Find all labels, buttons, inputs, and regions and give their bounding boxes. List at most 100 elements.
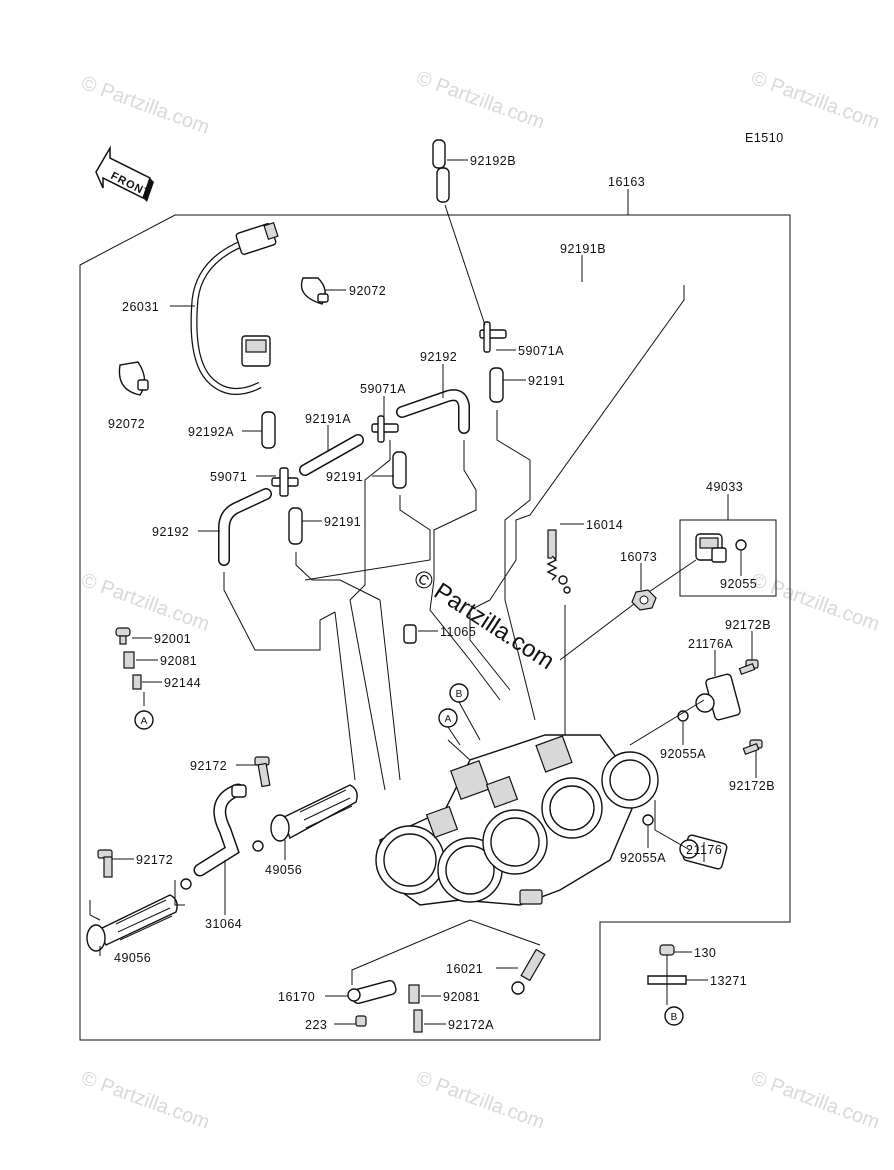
label-92001: 92001 [154,632,191,646]
ref-leads [447,701,481,761]
sub-harness-26031 [190,222,279,395]
label-92191-mid: 92191 [326,470,363,484]
watermark-2: © Partzilla.com [413,67,547,134]
ref-b-top-text: B [456,689,463,700]
label-92191-low: 92191 [324,515,361,529]
label-92055A-top: 92055A [660,747,706,761]
bolt-92172B-top [738,659,759,675]
diagram-code: E1510 [745,131,784,145]
label-130: 130 [694,946,716,960]
screw-92144 [132,674,142,690]
ref-a-mid-text: A [445,714,452,725]
fuel-delivery-pipe-49056-low [86,894,178,952]
label-16170: 16170 [278,990,315,1004]
hose-92191-mid [392,451,407,489]
watermark-4: © Partzilla.com [78,569,212,636]
label-92081-left: 92081 [160,654,197,668]
label-26031: 26031 [122,300,159,314]
bolt-92172-top [254,756,271,788]
throttle-body-assembly [375,734,659,906]
lead-49056-low [89,880,185,921]
fitting-59071A [371,415,399,443]
label-92172-top: 92172 [190,759,227,773]
o-ring-92055A-low [642,814,654,826]
label-21176A: 21176A [688,637,733,651]
label-31064: 31064 [205,917,242,931]
label-16021: 16021 [446,962,483,976]
hose-routing-lines [223,204,685,791]
lead-16073 [559,603,635,661]
ref-marker-a-mid: A [438,708,458,728]
fuel-hose-31064 [180,783,264,890]
watermark-7: © Partzilla.com [413,1067,547,1134]
fitting-59071 [271,467,299,497]
label-92172B-low: 92172B [729,779,775,793]
watermark-center: © Partzilla.com [409,564,559,675]
label-92081-low: 92081 [443,990,480,1004]
cap-11065 [403,624,417,644]
front-arrow-icon: FRONT [95,145,154,202]
hose-92191-low [288,507,303,545]
idle-adjuster-16170 [347,919,541,1005]
bolt-92172B-low [742,739,763,755]
label-92191-top: 92191 [528,374,565,388]
clamp-92072-top [300,277,329,305]
o-ring-92055 [735,539,747,551]
fitting-59071A-top [479,321,507,353]
label-59071: 59071 [210,470,247,484]
label-92072-left: 92072 [108,417,145,431]
watermark-8: © Partzilla.com [748,1067,882,1134]
label-92191A: 92191A [305,412,351,426]
label-92192A: 92192A [188,425,234,439]
label-49056-low: 49056 [114,951,151,965]
hose-92191-top [489,367,504,403]
label-92192-left: 92192 [152,525,189,539]
label-49033: 49033 [706,480,743,494]
hose-92192A [261,411,276,449]
watermark-1: © Partzilla.com [78,72,212,139]
sensor-21176A [695,673,741,721]
watermark-3: © Partzilla.com [748,67,882,134]
label-13271: 13271 [710,974,747,988]
label-92192B: 92192B [470,154,516,168]
label-92072-top: 92072 [349,284,386,298]
clamp-92072-left [118,361,149,396]
hose-92192-left [218,488,272,566]
lead-21176A [629,699,705,746]
screw-92001 [115,627,131,645]
label-92172A: 92172A [448,1018,494,1032]
label-92172B-top: 92172B [725,618,771,632]
nut-16073 [631,589,657,611]
bolt-92172-low [97,849,113,878]
screw-223 [355,1015,367,1027]
clamp-13271 [647,955,687,1005]
ref-b-low-text: B [671,1012,678,1023]
hose-92191A [299,434,364,476]
hose-92191B [500,239,689,327]
label-16073: 16073 [620,550,657,564]
label-92191B: 92191B [560,242,606,256]
screw-92172A [413,1009,423,1033]
hose-92192 [396,389,470,434]
hose-92192B [432,139,450,203]
ref-marker-a-left: A [134,710,154,730]
screw-16021 [511,948,546,995]
ref-marker-b-top: B [449,683,469,703]
label-92172-low: 92172 [136,853,173,867]
label-92055A-low: 92055A [620,851,666,865]
ref-a-left-text: A [141,716,148,727]
sensor-49033 [639,533,727,599]
spring-92081-low [408,984,420,1004]
screw-set-16014 [546,529,571,594]
label-16163: 16163 [608,175,645,189]
spring-92081-left [123,651,135,669]
label-92055: 92055 [720,577,757,591]
label-16014: 16014 [586,518,623,532]
watermark-6: © Partzilla.com [78,1067,212,1134]
part-labels: 92192B 16163 92191B 26031 92072 92072 59… [99,154,775,1032]
label-223: 223 [305,1018,327,1032]
label-59071A: 59071A [360,382,406,396]
assembly-boundary [79,214,791,1041]
label-49056-mid: 49056 [265,863,302,877]
